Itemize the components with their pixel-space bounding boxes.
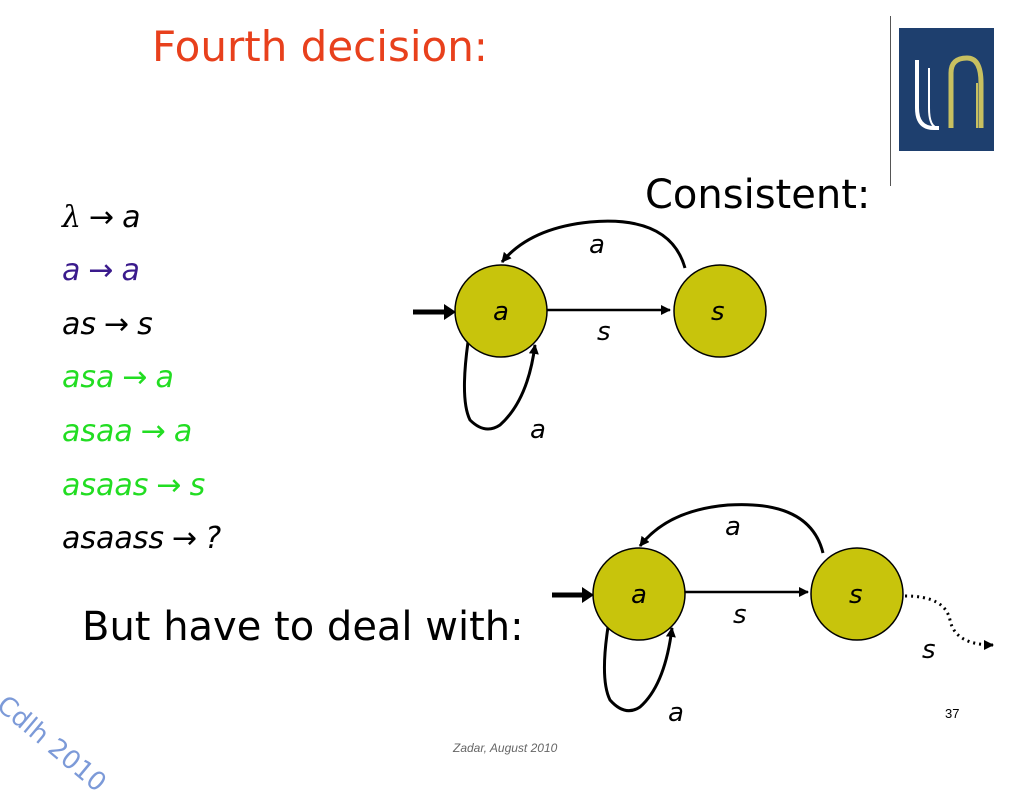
rule-rhs: a xyxy=(121,253,140,288)
page-number: 37 xyxy=(945,706,960,721)
consistent-label: Consistent: xyxy=(645,172,871,218)
automata-diagram: a s s a a a s s a a s xyxy=(413,219,994,728)
state-a-2 xyxy=(592,547,686,641)
state-a-1 xyxy=(454,264,548,358)
divider-line xyxy=(890,16,891,186)
rule-rhs: s xyxy=(189,468,206,503)
edge-s-to-a-1-label: a xyxy=(589,230,605,260)
rule-lhs: λ xyxy=(62,200,82,235)
rule-lhs: a xyxy=(62,253,81,288)
edge-a-to-s-1-label: s xyxy=(597,317,611,347)
edge-s-to-a-1 xyxy=(500,219,687,269)
rule-rhs: s xyxy=(137,307,153,342)
rule-line: asaass→? xyxy=(62,521,221,556)
rule-lhs: asaas xyxy=(62,468,149,503)
rule-lhs: as xyxy=(62,307,97,342)
rule-line: a→a xyxy=(62,253,140,288)
footer: Zadar, August 2010 xyxy=(453,741,558,755)
rule-rhs: ? xyxy=(205,521,222,556)
state-s-1 xyxy=(673,264,767,358)
rule-line: asa→a xyxy=(62,360,174,395)
university-logo xyxy=(899,28,994,151)
arrow-icon: → xyxy=(140,414,166,449)
arrow-icon: → xyxy=(122,360,148,395)
automaton-consistent: a s s a a xyxy=(413,219,767,445)
arrow-icon: → xyxy=(88,253,114,288)
rule-lhs: asaa xyxy=(62,414,133,449)
rule-lhs: asaass xyxy=(62,521,165,556)
but-label: But have to deal with: xyxy=(82,604,524,650)
loop-a-2-label: a xyxy=(668,698,684,728)
loop-a-edge-1 xyxy=(462,341,539,431)
rule-lhs: asa xyxy=(62,360,115,395)
arrow-icon: → xyxy=(156,468,182,503)
edge-s-to-a-2 xyxy=(638,503,825,554)
rule-line: as→s xyxy=(62,307,153,342)
page-title: Fourth decision: xyxy=(152,22,488,71)
rule-rhs: a xyxy=(122,200,141,235)
rule-line: asaa→a xyxy=(62,414,192,449)
state-s-2-label: s xyxy=(849,580,863,610)
edge-s-to-a-2-label: a xyxy=(725,512,741,542)
edge-s-out-2 xyxy=(904,594,994,650)
loop-a-1-label: a xyxy=(530,415,546,445)
arrow-icon: → xyxy=(89,200,115,235)
arrow-icon: → xyxy=(104,307,130,342)
arrow-icon: → xyxy=(172,521,198,556)
state-s-1-label: s xyxy=(711,297,725,327)
loop-a-edge-2 xyxy=(602,626,676,713)
rule-line: λ→a xyxy=(62,200,141,235)
rule-rhs: a xyxy=(155,360,174,395)
rule-rhs: a xyxy=(173,414,193,449)
state-a-1-label: a xyxy=(493,297,509,327)
rule-line: asaas→s xyxy=(62,468,205,503)
automaton-problem: a s s a a s xyxy=(552,503,994,728)
edge-s-out-2-label: s xyxy=(922,635,936,665)
state-s-2 xyxy=(810,547,904,641)
state-a-2-label: a xyxy=(631,580,647,610)
logo-mark-icon xyxy=(915,55,984,130)
edge-a-to-s-2-label: s xyxy=(733,600,747,630)
